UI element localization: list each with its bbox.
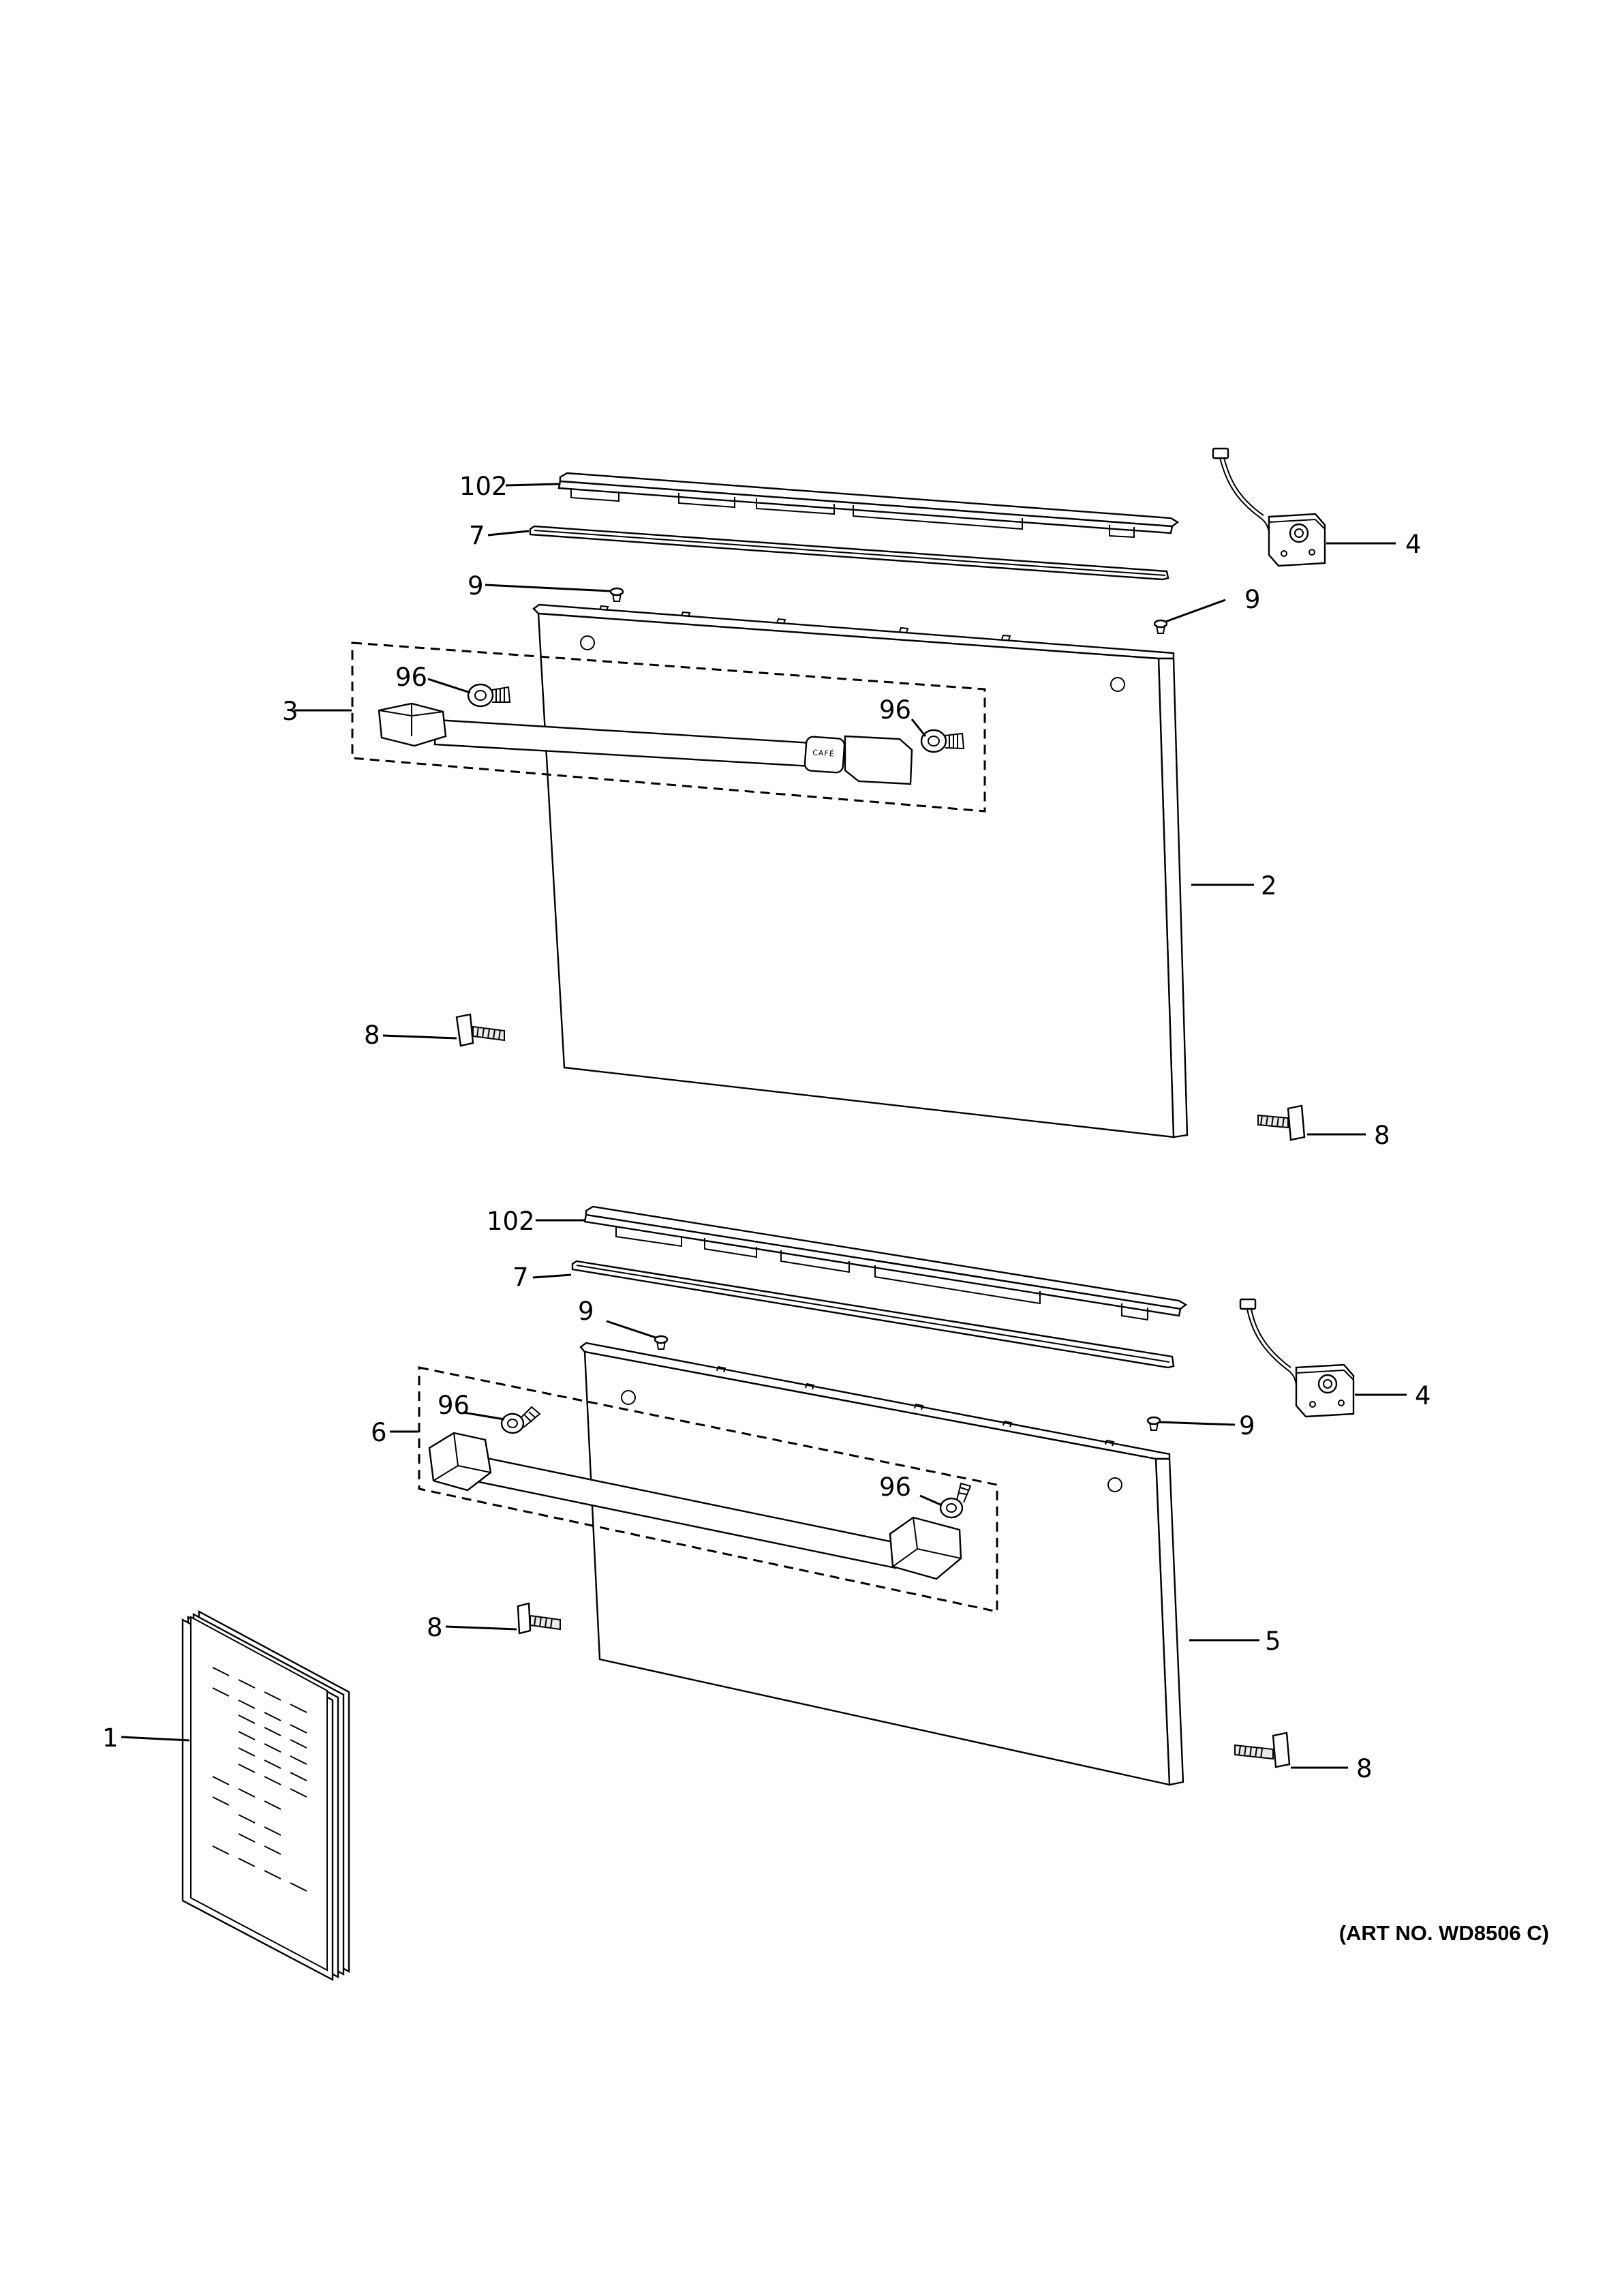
callout-upper-door-panel: 2 xyxy=(1261,871,1277,901)
upper-screw-left xyxy=(609,587,624,602)
callout-lower-screw-left: 9 xyxy=(578,1297,594,1326)
lower-trim-strip xyxy=(583,1205,1188,1321)
lower-screw-right xyxy=(1146,1416,1161,1431)
callout-upper-screw-right: 9 xyxy=(1244,585,1261,614)
callout-upper-handle-kit: 3 xyxy=(282,697,299,726)
callout-upper-trim: 102 xyxy=(459,472,508,501)
callout-upper-screw-left: 9 xyxy=(468,571,484,601)
lower-handle xyxy=(428,1432,962,1580)
upper-handle: CAFÉ xyxy=(378,702,913,785)
lower-handle-screw-left xyxy=(500,1406,541,1434)
lower-door-assembly xyxy=(418,1205,1355,1786)
callout-lower-bracket-left: 8 xyxy=(427,1613,443,1642)
upper-handle-kit-outline xyxy=(351,641,986,813)
callout-lower-screw-right: 9 xyxy=(1239,1411,1255,1440)
callout-upper-handle-screw-right: 96 xyxy=(879,695,911,725)
handle-brand-mark: CAFÉ xyxy=(812,748,835,758)
lower-bracket-right xyxy=(1234,1732,1291,1768)
callout-lower-handle-kit: 6 xyxy=(371,1418,387,1447)
upper-door-panel xyxy=(532,603,1189,1138)
upper-bracket-right xyxy=(1257,1104,1306,1141)
upper-handle-screw-left xyxy=(467,683,511,708)
upper-screw-right xyxy=(1153,619,1168,634)
lower-handle-screw-right xyxy=(939,1482,972,1519)
callout-upper-bracket-left: 8 xyxy=(364,1021,380,1050)
upper-handle-screw-right xyxy=(920,729,965,753)
upper-switch xyxy=(1212,447,1326,567)
art-number: (ART NO. WD8506 C) xyxy=(1339,1921,1549,1945)
callout-lower-bracket-right: 8 xyxy=(1356,1754,1373,1783)
callout-upper-switch: 4 xyxy=(1405,530,1422,559)
callout-lower-gasket: 7 xyxy=(512,1263,529,1292)
callout-lower-handle-screw-right: 96 xyxy=(879,1472,911,1502)
upper-door-assembly: CAFÉ xyxy=(351,447,1326,1141)
lower-bracket-left xyxy=(517,1602,561,1635)
upper-gasket xyxy=(529,525,1169,581)
callout-upper-handle-screw-left: 96 xyxy=(395,663,427,692)
callout-manual: 1 xyxy=(102,1723,119,1753)
lower-gasket xyxy=(571,1260,1175,1369)
leader-lines xyxy=(121,483,1407,1769)
upper-bracket-left xyxy=(455,1013,505,1047)
callout-lower-switch: 4 xyxy=(1415,1381,1431,1410)
callout-upper-bracket-right: 8 xyxy=(1374,1121,1390,1150)
callout-upper-gasket: 7 xyxy=(469,521,485,550)
lower-screw-left xyxy=(654,1335,669,1350)
callout-lower-trim: 102 xyxy=(487,1207,535,1236)
lower-door-panel xyxy=(579,1342,1184,1786)
owners-manual xyxy=(181,1610,350,1981)
callout-lower-handle-screw-left: 96 xyxy=(438,1391,470,1420)
lower-handle-kit-outline xyxy=(418,1366,998,1613)
lower-switch xyxy=(1239,1298,1355,1418)
upper-trim-strip xyxy=(557,472,1180,539)
callout-lower-door-panel: 5 xyxy=(1265,1627,1281,1656)
